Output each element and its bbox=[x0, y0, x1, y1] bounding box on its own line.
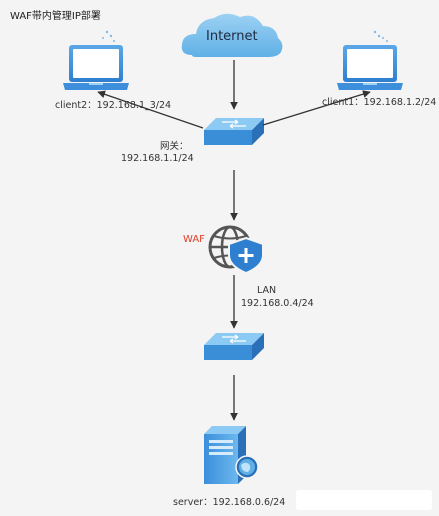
server-icon bbox=[204, 426, 259, 484]
redacted-watermark bbox=[296, 490, 432, 510]
connections bbox=[97, 60, 371, 421]
gateway-switch-icon bbox=[204, 118, 264, 145]
lan-switch-icon bbox=[204, 333, 264, 360]
client2-label: client2：192.168.1_3/24 bbox=[55, 100, 172, 111]
internet-cloud-icon bbox=[181, 13, 283, 57]
lan-ip-label: 192.168.0.4/24 bbox=[241, 298, 314, 309]
laptop-icon-client1 bbox=[337, 30, 403, 90]
client1-label: client1：192.168.1.2/24 bbox=[322, 97, 437, 108]
arrow-gateway-to-client2 bbox=[97, 90, 204, 129]
lan-label: LAN bbox=[257, 285, 277, 296]
arrow-gateway-to-client1 bbox=[262, 90, 371, 126]
waf-label: WAF bbox=[183, 234, 205, 245]
diagram-title: WAF带内管理IP部署 bbox=[10, 11, 101, 22]
gateway-label: 网关： bbox=[160, 141, 189, 152]
internet-label: Internet bbox=[206, 29, 258, 44]
laptop-icon-client2 bbox=[63, 30, 129, 90]
waf-firewall-icon bbox=[208, 225, 264, 275]
gateway-ip-label: 192.168.1.1/24 bbox=[121, 153, 194, 164]
server-label: server：192.168.0.6/24 bbox=[173, 497, 286, 508]
